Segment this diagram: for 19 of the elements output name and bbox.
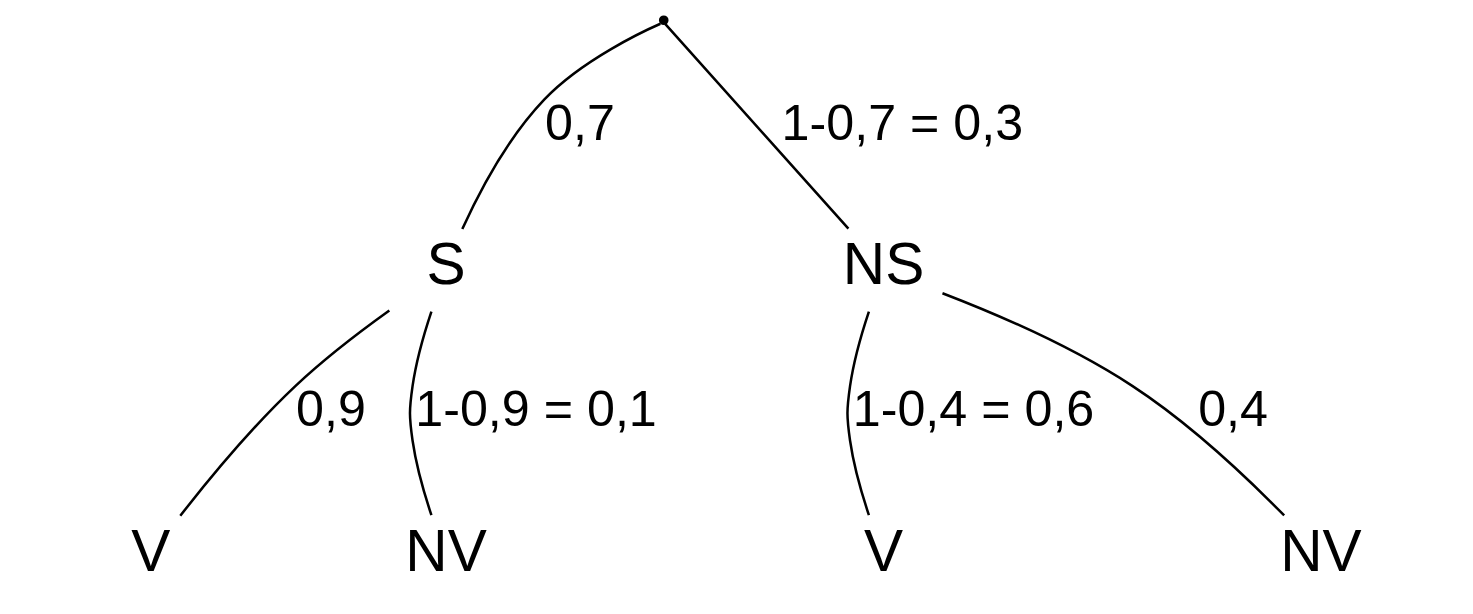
- edge-label: 1-0,7 = 0,3: [781, 94, 1023, 151]
- connector: [460, 22, 661, 230]
- edge-label: 0,9: [295, 381, 366, 438]
- connector: [845, 311, 870, 516]
- edge-label: 1-0,4 = 0,6: [852, 381, 1094, 438]
- edge-label: 1-0,9 = 0,1: [414, 381, 657, 438]
- node-text: NS: [842, 231, 924, 297]
- connector: [941, 292, 1285, 517]
- edge-label: 0,4: [1197, 381, 1268, 438]
- node-text: V: [130, 518, 170, 584]
- node-text: NV: [1279, 518, 1362, 584]
- node-point: [658, 15, 669, 26]
- connector: [178, 309, 390, 517]
- edge-label: 0,7: [544, 94, 615, 151]
- connector: [663, 23, 849, 230]
- node-text: S: [425, 231, 466, 297]
- node-text: NV: [404, 518, 487, 584]
- connector: [408, 311, 433, 516]
- node-text: V: [863, 518, 903, 584]
